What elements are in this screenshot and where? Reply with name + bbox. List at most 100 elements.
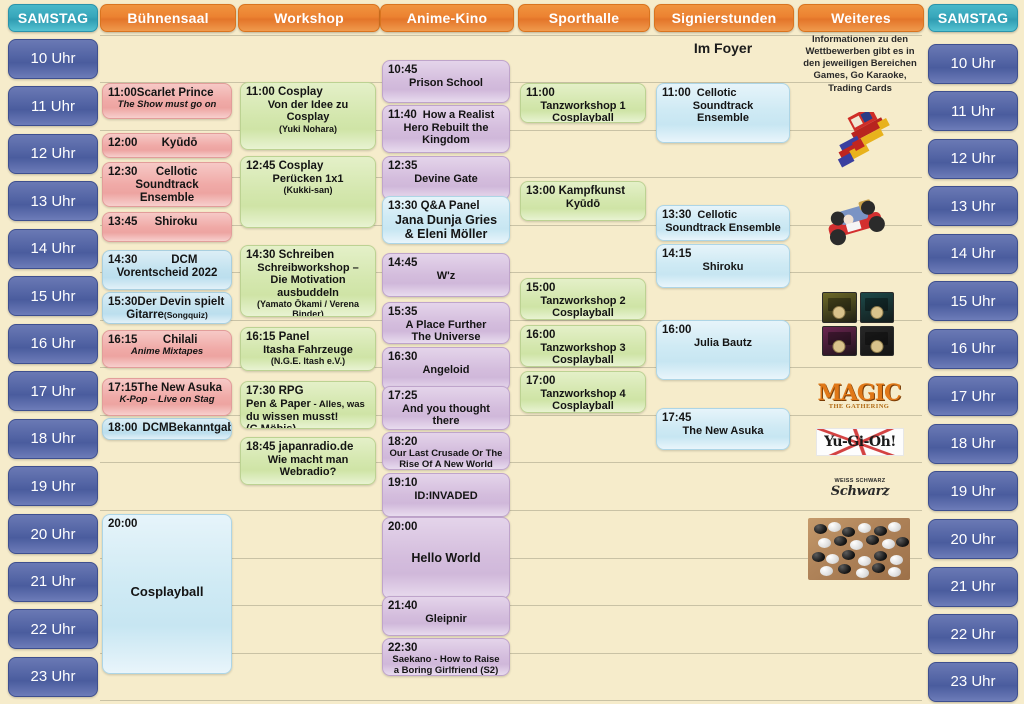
event-time: 17:15: [108, 382, 138, 394]
row-separator: [100, 510, 922, 511]
event-time: 14:15: [662, 248, 692, 260]
row-separator: [100, 272, 922, 274]
event-title-2: Cosplay: [286, 111, 330, 124]
event-title: A Place Further: [405, 318, 487, 331]
event-title-2: Rise Of A New World: [399, 458, 493, 470]
yugioh-brush-strokes: [817, 429, 903, 455]
hour-label-left-19: 19 Uhr: [8, 466, 98, 507]
event-time-row: 15:00: [526, 282, 640, 295]
event-time: 11:00 Cosplay: [246, 86, 323, 98]
event-time: 12:35: [388, 160, 418, 172]
hour-label-left-17: 17 Uhr: [8, 371, 98, 412]
event-title-3: Ensemble: [697, 112, 749, 125]
hour-label-left-10: 10 Uhr: [8, 38, 98, 79]
mtg-wordmark: MAGIC: [817, 380, 901, 406]
header-col-signierstunden: Signierstunden: [654, 4, 794, 32]
hour-label-right-20: 20 Uhr: [928, 519, 1018, 559]
event-time-row: 20:00: [108, 518, 226, 531]
event-time-row: 16:00: [662, 324, 784, 337]
event-time: 11:00: [662, 87, 691, 99]
yugioh-wordmark: Yu-Gi-Oh!: [824, 434, 896, 450]
hour-label-right-13: 13 Uhr: [928, 186, 1018, 227]
hour-label-right-10: 10 Uhr: [928, 43, 1018, 84]
row-separator: [100, 605, 922, 607]
foyer-note: Im Foyer: [693, 40, 753, 56]
event-time: 15:00: [526, 282, 556, 294]
event-title-suffix: - Alles, was: [310, 398, 365, 410]
event-time-row: 22:30: [388, 642, 504, 655]
event-title-2: Soundtrack Ensemble: [665, 221, 781, 234]
event-title: Tanzworkshop 4: [540, 387, 626, 400]
lego-figure-icon: [826, 105, 898, 170]
go-board-icon: [808, 518, 910, 580]
event-time-row: 16:00: [526, 329, 640, 342]
event-title: Itasha Fahrzeuge: [263, 343, 353, 356]
go-kart-icon: [816, 198, 894, 250]
event-title: Perücken 1x1: [272, 172, 344, 185]
event-title: Der Devin spielt: [137, 296, 225, 308]
event-title-3: ausbuddeln: [277, 286, 339, 299]
event-title: Scarlet Prince: [136, 87, 214, 99]
hour-label-left-21: 21 Uhr: [8, 561, 98, 602]
event-title: Saekano - How to Raise: [392, 653, 500, 665]
go-stone: [882, 539, 895, 549]
event-time-row: 17:30 RPG: [246, 385, 370, 398]
trading-card: [859, 325, 894, 356]
hour-label-right-17: 17 Uhr: [928, 376, 1018, 417]
event-time: 21:40: [388, 600, 418, 612]
hour-label-right-14: 14 Uhr: [928, 233, 1018, 274]
event-title: Our Last Crusade Or The: [389, 447, 503, 459]
event-time: 18:00: [108, 422, 138, 434]
event-title: The New Asuka: [137, 382, 222, 394]
event-time: 15:30: [108, 296, 138, 308]
go-stone: [872, 563, 885, 573]
event-title: Shiroku: [702, 260, 744, 273]
event-time: 17:00: [526, 375, 556, 387]
event-time: 11:40: [388, 109, 417, 121]
event-title: Cellotic: [697, 209, 738, 221]
